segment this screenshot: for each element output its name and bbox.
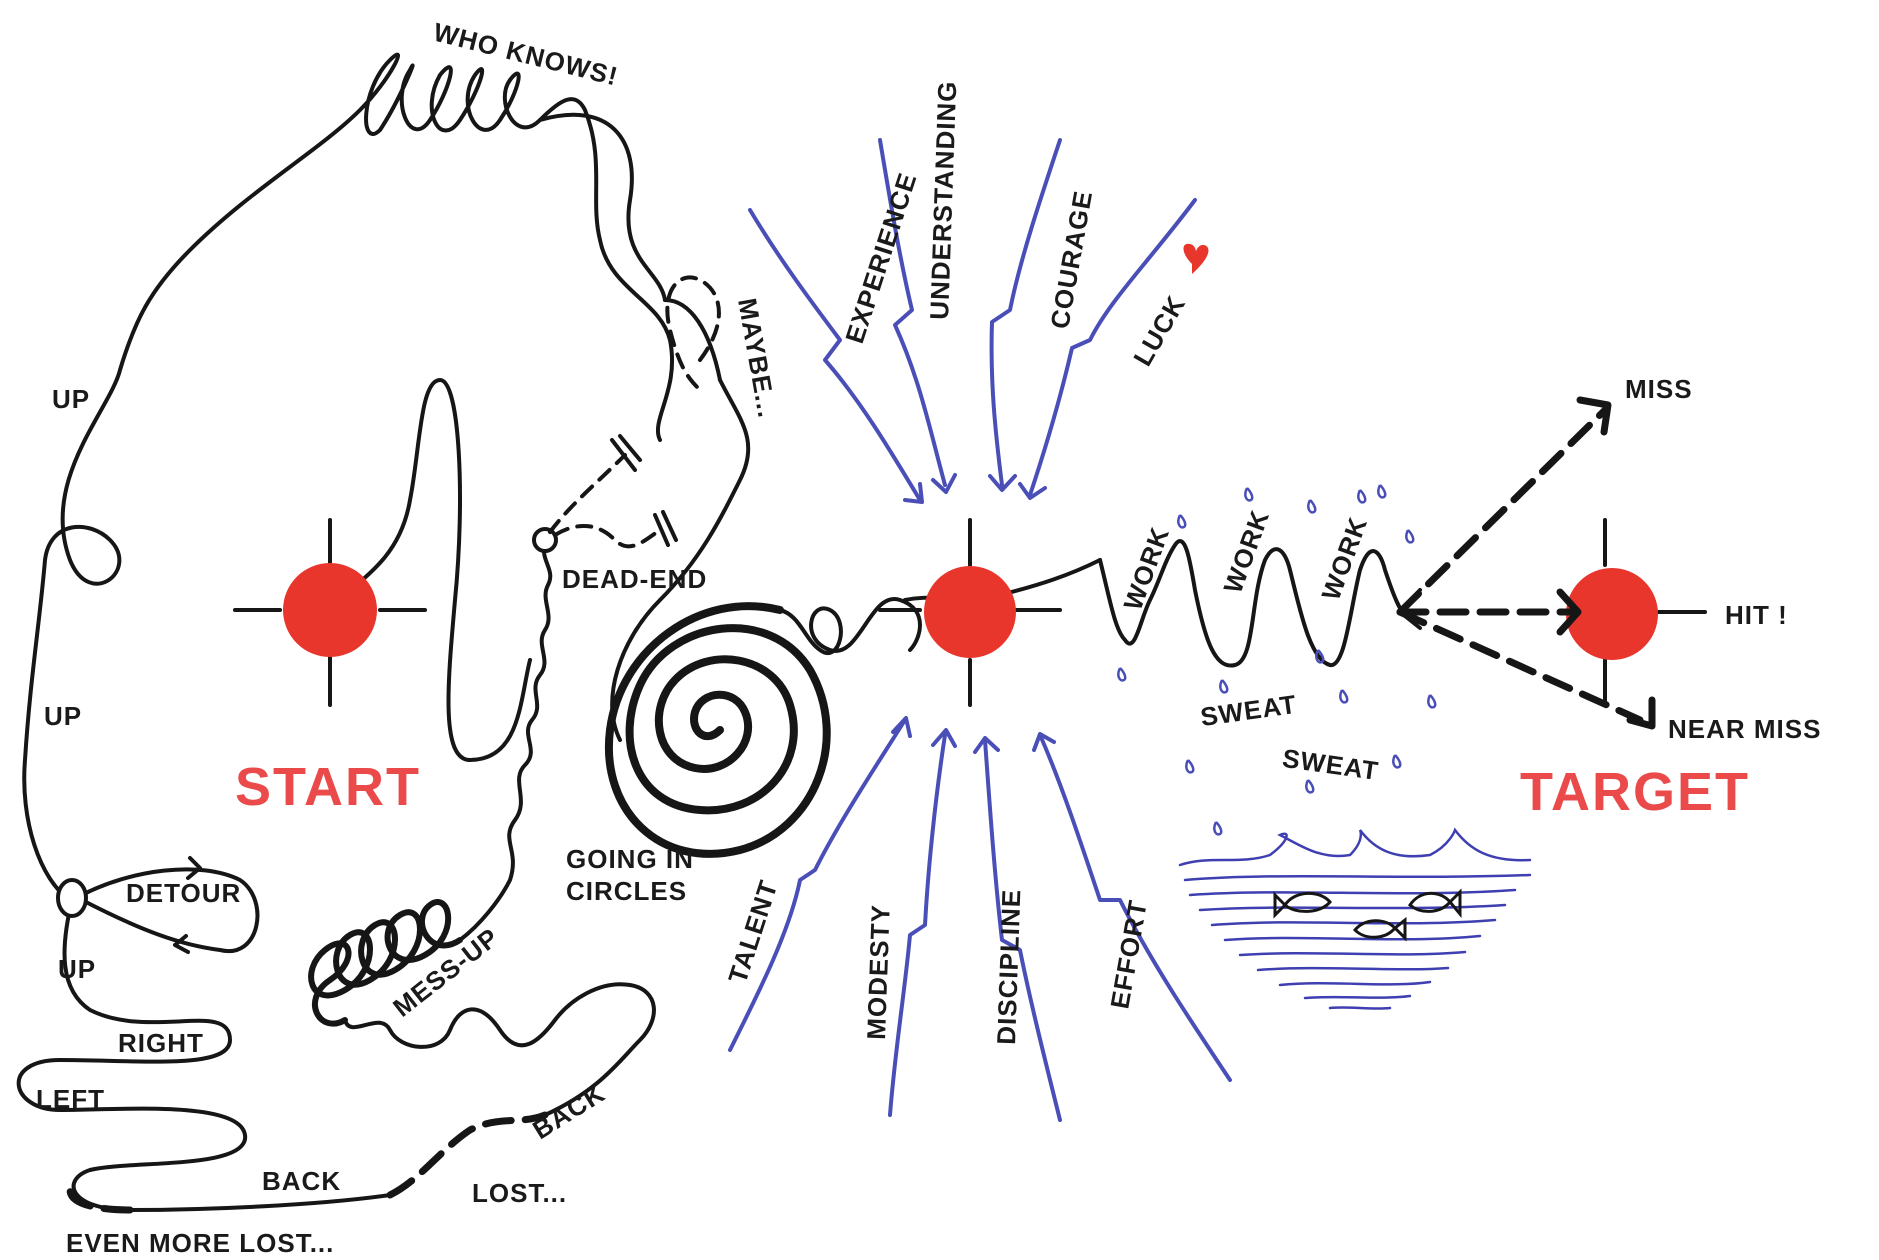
- force-courage: COURAGE: [1044, 188, 1098, 331]
- sweat-1: SWEAT: [1198, 689, 1298, 732]
- label-lost: LOST...: [472, 1178, 567, 1208]
- target-label: TARGET: [1520, 762, 1750, 822]
- outcome-hit: HIT !: [1725, 600, 1788, 630]
- fish-icon: [1275, 892, 1460, 938]
- start-label: START: [235, 757, 421, 817]
- label-even-more-lost: EVEN MORE LOST...: [66, 1228, 334, 1258]
- force-talent: TALENT: [722, 876, 783, 987]
- label-dead-end: DEAD-END: [562, 564, 707, 594]
- start-node: START: [235, 520, 425, 817]
- center-node: [880, 520, 1100, 705]
- label-maybe: MAYBE...: [732, 296, 783, 421]
- target-node: TARGET: [1520, 520, 1750, 822]
- center-dot: [924, 566, 1016, 658]
- force-luck: LUCK: [1127, 290, 1191, 371]
- force-experience: EXPERIENCE: [839, 169, 922, 347]
- force-modesty: MODESTY: [861, 904, 896, 1041]
- heart-icon: [1184, 244, 1209, 274]
- label-up-2: UP: [44, 701, 82, 731]
- label-left: LEFT: [36, 1084, 105, 1114]
- label-going-in: GOING IN: [566, 844, 694, 874]
- label-up-1: UP: [52, 384, 90, 414]
- label-detour: DETOUR: [126, 878, 241, 908]
- force-discipline: DISCIPLINE: [991, 888, 1026, 1045]
- label-back-1: BACK: [262, 1166, 341, 1196]
- outcome-near-miss: NEAR MISS: [1668, 714, 1821, 744]
- work-2: WORK: [1217, 506, 1275, 597]
- forces-bottom: [730, 718, 1230, 1120]
- outcome-miss: MISS: [1625, 374, 1693, 404]
- work-1: WORK: [1117, 523, 1175, 614]
- sweat-2: SWEAT: [1281, 743, 1381, 786]
- work-zigzag: WORK WORK WORK: [1100, 506, 1405, 666]
- force-understanding: UNDERSTANDING: [924, 80, 962, 320]
- label-up-3: UP: [58, 954, 96, 984]
- forces-top: [750, 140, 1195, 502]
- force-effort: EFFORT: [1104, 898, 1153, 1012]
- outcome-arrows: [1400, 400, 1652, 726]
- start-dot: [283, 563, 377, 657]
- sweat-pool: [1180, 830, 1530, 1009]
- label-right: RIGHT: [118, 1028, 204, 1058]
- label-who-knows: WHO KNOWS!: [431, 17, 622, 92]
- label-back-2: BACK: [527, 1078, 610, 1145]
- label-circles: CIRCLES: [566, 876, 687, 906]
- spiral: [609, 599, 920, 854]
